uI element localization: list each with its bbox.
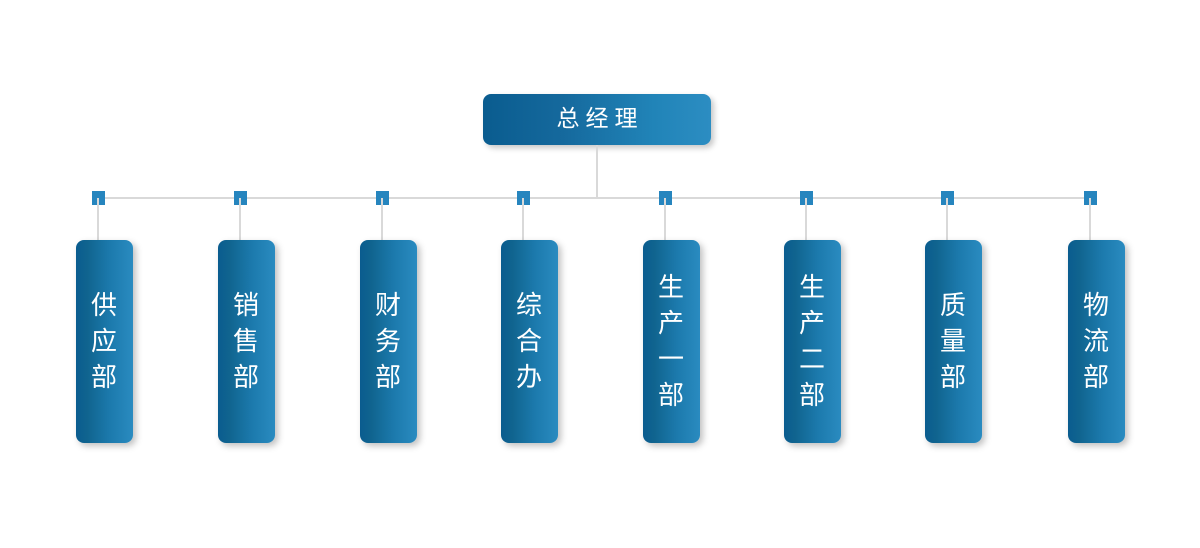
node-department[interactable]: 综合办 bbox=[500, 240, 558, 443]
connector-bus-horizontal bbox=[98, 197, 1091, 199]
connector-branch-vertical bbox=[381, 198, 383, 240]
node-department-label: 销售部 bbox=[232, 290, 259, 393]
connector-trunk-vertical bbox=[596, 145, 598, 198]
connector-branch-vertical bbox=[97, 198, 99, 240]
connector-branch-vertical bbox=[805, 198, 807, 240]
node-department[interactable]: 生产一部 bbox=[642, 240, 700, 443]
connector-branch-vertical bbox=[946, 198, 948, 240]
node-department[interactable]: 供应部 bbox=[75, 240, 133, 443]
node-general-manager[interactable]: 总经理 bbox=[483, 94, 711, 145]
connector-branch-vertical bbox=[522, 198, 524, 240]
node-department-label: 综合办 bbox=[515, 290, 542, 393]
node-department[interactable]: 财务部 bbox=[359, 240, 417, 443]
connector-branch-vertical bbox=[1089, 198, 1091, 240]
node-department-label: 财务部 bbox=[374, 290, 401, 393]
node-department-label: 生产一部 bbox=[657, 272, 684, 411]
connector-branch-vertical bbox=[239, 198, 241, 240]
connector-branch-vertical bbox=[664, 198, 666, 240]
node-department[interactable]: 质量部 bbox=[924, 240, 982, 443]
node-department[interactable]: 生产二部 bbox=[783, 240, 841, 443]
node-general-manager-label: 总经理 bbox=[556, 106, 644, 132]
node-department[interactable]: 物流部 bbox=[1067, 240, 1125, 443]
node-department-label: 质量部 bbox=[939, 290, 966, 393]
node-department-label: 供应部 bbox=[90, 290, 117, 393]
node-department-label: 生产二部 bbox=[798, 272, 825, 411]
node-department[interactable]: 销售部 bbox=[217, 240, 275, 443]
node-department-label: 物流部 bbox=[1082, 290, 1109, 393]
